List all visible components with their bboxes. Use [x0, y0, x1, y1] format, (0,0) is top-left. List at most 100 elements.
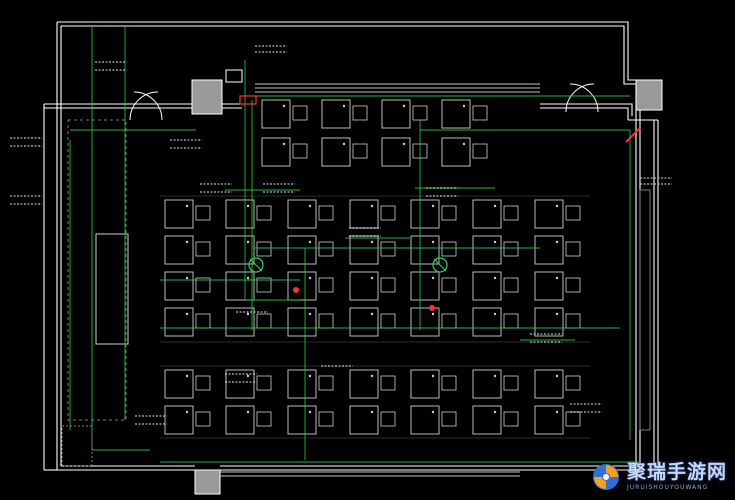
partitions-layer: [67, 119, 651, 439]
outlet-symbol: [293, 287, 299, 293]
desk: [349, 307, 379, 337]
chair: [441, 277, 457, 293]
cable-port: [370, 240, 374, 244]
chair: [318, 313, 334, 329]
cable-port: [185, 374, 189, 378]
desk: [534, 307, 564, 337]
chair: [380, 277, 396, 293]
desk: [164, 369, 194, 399]
desk: [287, 235, 317, 265]
chair: [441, 241, 457, 257]
cable-port: [282, 142, 286, 146]
chair: [441, 313, 457, 329]
cable-port: [342, 142, 346, 146]
chair: [503, 411, 519, 427]
right-cabinet: [639, 189, 651, 431]
structural-column: [191, 79, 223, 115]
chair: [195, 411, 211, 427]
desk: [261, 137, 291, 167]
chair: [318, 205, 334, 221]
chair: [565, 277, 581, 293]
desk: [225, 235, 255, 265]
cable-port: [431, 312, 435, 316]
desk: [410, 271, 440, 301]
cable-port: [555, 312, 559, 316]
cable-port: [185, 276, 189, 280]
equipment-layer: [61, 69, 641, 467]
chair: [256, 411, 272, 427]
desk: [287, 307, 317, 337]
chair: [441, 411, 457, 427]
chair: [380, 241, 396, 257]
desk: [349, 369, 379, 399]
cable-port: [308, 312, 312, 316]
desk: [321, 99, 351, 129]
cable-port: [246, 204, 250, 208]
chair: [195, 375, 211, 391]
cable-port: [282, 104, 286, 108]
door-swing: [133, 91, 163, 121]
chair: [195, 241, 211, 257]
desk: [472, 307, 502, 337]
chair: [318, 411, 334, 427]
chair: [256, 205, 272, 221]
swirl-logo-icon: [592, 464, 619, 490]
cable-port: [370, 374, 374, 378]
desk: [534, 235, 564, 265]
desk: [349, 235, 379, 265]
cable-port: [246, 276, 250, 280]
desk: [225, 271, 255, 301]
desk: [225, 369, 255, 399]
cable-port: [402, 142, 406, 146]
desk: [349, 271, 379, 301]
chair: [565, 411, 581, 427]
desk: [381, 137, 411, 167]
desk: [261, 99, 291, 129]
desk: [349, 199, 379, 229]
desk: [472, 235, 502, 265]
chair: [565, 375, 581, 391]
wiring-layer: [69, 26, 640, 463]
cable-port: [555, 410, 559, 414]
cable-port: [185, 240, 189, 244]
watermark-title: 聚瑞手游网: [626, 461, 727, 483]
chair: [292, 143, 308, 159]
cable-port: [555, 204, 559, 208]
desk: [534, 405, 564, 435]
chair: [565, 241, 581, 257]
cable-port: [493, 312, 497, 316]
chair: [256, 375, 272, 391]
chair: [352, 105, 368, 121]
cable-port: [431, 374, 435, 378]
desk: [472, 199, 502, 229]
cable-port: [555, 276, 559, 280]
cable-port: [185, 204, 189, 208]
door-swing: [569, 83, 599, 113]
desk: [410, 405, 440, 435]
desk: [410, 307, 440, 337]
chair: [503, 205, 519, 221]
walls-layer: [43, 21, 663, 495]
desk: [164, 271, 194, 301]
chair: [318, 277, 334, 293]
cable-port: [493, 204, 497, 208]
chair: [380, 411, 396, 427]
cable-port: [246, 240, 250, 244]
chair: [503, 241, 519, 257]
cable-port: [308, 410, 312, 414]
cable-port: [462, 142, 466, 146]
outlet-symbol: [429, 305, 435, 311]
annotation-layer: [10, 45, 672, 425]
chair: [195, 277, 211, 293]
cable-port: [431, 276, 435, 280]
desk: [225, 405, 255, 435]
cable-port: [246, 312, 250, 316]
door-swing: [129, 91, 159, 121]
workstations-layer: [164, 99, 581, 435]
desk: [225, 307, 255, 337]
chair: [503, 375, 519, 391]
desk: [164, 199, 194, 229]
watermark: 聚瑞手游网 JURUISHOUYOUWANG: [591, 460, 727, 494]
cable-port: [493, 374, 497, 378]
wall-segment: [540, 103, 633, 116]
